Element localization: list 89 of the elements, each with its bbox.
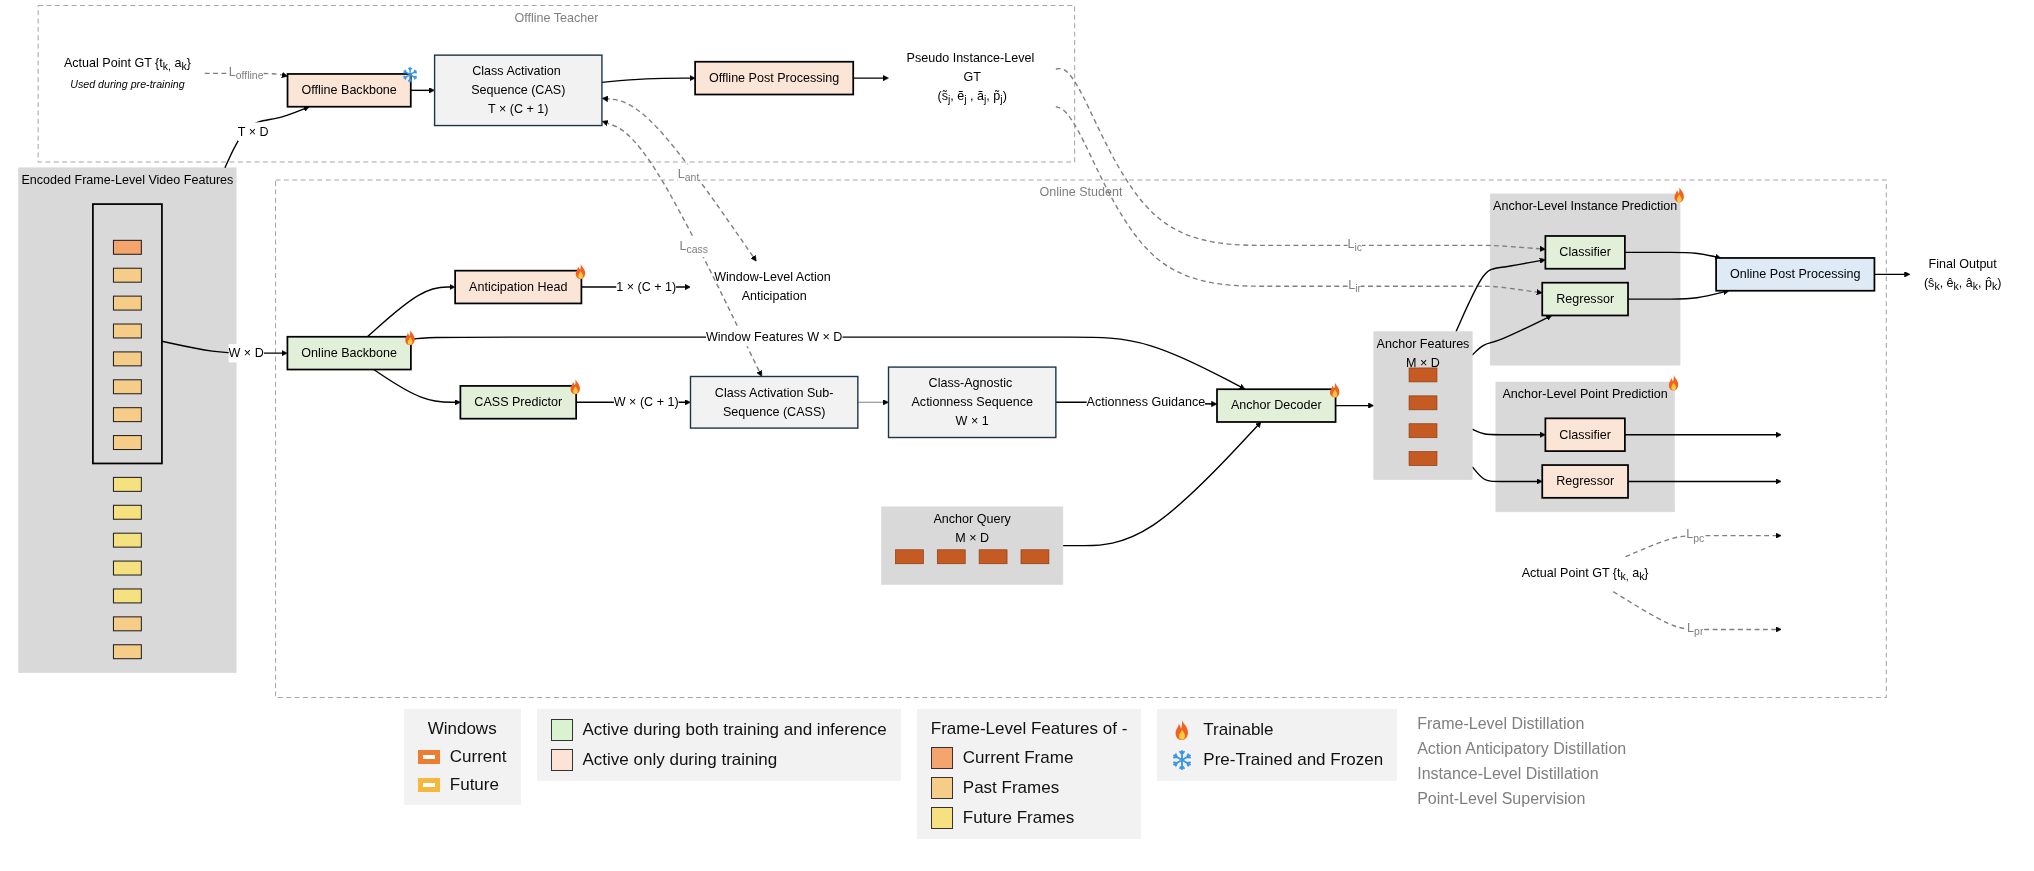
edge-label: L$_{cass}$	[679, 238, 708, 255]
annotation: Instance-Level Distillation	[1417, 765, 1599, 783]
node-box	[895, 549, 924, 565]
arrow	[1624, 431, 1782, 438]
arrow	[1455, 257, 1546, 333]
node-text: Final Output (ŝ$_{k}$, ê$_{k}$, â$_{k}$, p̂$_{k}$)	[1923, 256, 2002, 292]
node-box: Class Activation Sub-Sequence (CASS)	[689, 375, 859, 429]
legend-label: Future	[449, 775, 499, 795]
node-box	[112, 351, 142, 367]
edge-label: Actionness Guidance	[1086, 394, 1206, 409]
legend-label: Past Frames	[962, 778, 1060, 798]
legend-label: Current Frame	[962, 748, 1074, 768]
node-box	[112, 476, 142, 492]
arrow	[857, 399, 889, 406]
edge-label: L$_{pr}$	[1687, 621, 1704, 638]
node-box: Class Activation Sequence (CAS) T × (C + 1)	[433, 54, 603, 127]
node-label: Used during pre-training	[70, 77, 185, 90]
legend-heading: Windows	[427, 719, 497, 739]
node-box: Regressor	[1541, 281, 1629, 317]
cluster	[92, 203, 163, 465]
node-box	[112, 267, 142, 283]
node-box: Classifier	[1544, 235, 1626, 270]
edge-label: L$_{offline}$	[228, 65, 264, 82]
node-box	[112, 407, 142, 423]
legend-label: Active only during training	[582, 750, 778, 770]
arrow	[1624, 251, 1722, 260]
annotation: Action Anticipatory Distillation	[1417, 740, 1627, 758]
node-text: Actual Point GT {t$_{k,}$ a$_{k}$}	[63, 55, 191, 73]
arrow	[1055, 67, 1546, 252]
cluster: Anchor Query M × D	[881, 506, 1064, 585]
node-box	[1408, 423, 1438, 439]
node-text: Window-Level Action Anticipation	[714, 270, 831, 304]
node-box	[112, 295, 142, 311]
edge-label: 1 × (C + 1)	[616, 279, 677, 294]
arrow	[224, 106, 310, 169]
edge-label: L$_{pc}$	[1686, 527, 1705, 544]
legend-heading: Frame-Level Features of -	[930, 719, 1128, 739]
annotation: Frame-Level Distillation	[1417, 715, 1585, 733]
arrow	[373, 368, 461, 406]
node-box	[1408, 451, 1438, 466]
node-box	[112, 379, 142, 395]
arrow	[601, 95, 757, 262]
arrow	[410, 87, 435, 94]
node-box: Class-Agnostic Actionness Sequence W × 1	[887, 366, 1057, 439]
node-box: Offline Post Processing	[694, 60, 855, 96]
node-box	[1020, 549, 1050, 565]
node-text: Actual Point GT {t$_{k,}$ a$_{k}$}	[1521, 565, 1649, 583]
arrow	[1055, 105, 1543, 296]
legend-label: Active during both training and inference	[582, 720, 887, 740]
node-box	[112, 532, 142, 548]
arrow	[1471, 428, 1546, 438]
node-box	[112, 644, 142, 660]
edge-label: W × D	[228, 345, 264, 360]
node-box	[112, 323, 142, 339]
node-text: Pseudo Instance-Level GT (s̃$_{j}$, ẽ$_{j}$ , ã$_{j}$, p̃$_{j}$)	[906, 50, 1035, 105]
node-box: Online Post Processing	[1715, 257, 1876, 292]
arrow	[1062, 421, 1262, 547]
edge-label: W × (C + 1)	[613, 394, 679, 409]
node-box: Regressor	[1541, 464, 1629, 499]
node-box	[112, 504, 142, 520]
node-box	[112, 435, 142, 451]
node-box	[112, 239, 142, 255]
node-box: Classifier	[1544, 417, 1626, 452]
legend-label: Future Frames	[962, 808, 1075, 828]
arrow	[1612, 590, 1782, 633]
arrow	[366, 284, 456, 338]
legend-label: Trainable	[1203, 720, 1274, 740]
legend-label: Pre-Trained and Frozen	[1203, 750, 1384, 770]
arrow	[1471, 466, 1543, 485]
cluster: Anchor Features M × D	[1373, 331, 1473, 480]
arrow	[1624, 532, 1782, 558]
edge-label: L$_{ant}$	[677, 166, 700, 183]
annotation: Point-Level Supervision	[1417, 790, 1586, 808]
arrow	[1471, 315, 1553, 356]
node-box	[936, 549, 966, 565]
node-box	[112, 588, 142, 604]
node-box	[1408, 367, 1438, 383]
node-box	[1408, 395, 1438, 411]
arrow	[601, 120, 763, 377]
edge-label: Window Features W × D	[705, 329, 843, 344]
legend-label: Current	[449, 747, 507, 767]
edge-label: L$_{ic}$	[1347, 236, 1362, 254]
node-box	[112, 560, 142, 576]
edge-label: T × D	[237, 124, 269, 139]
arrow	[601, 75, 696, 84]
edge-label: L$_{ir}$	[1348, 277, 1362, 295]
node-box	[112, 616, 142, 632]
node-box	[978, 549, 1008, 565]
node-box: Offline Backbone	[286, 73, 412, 108]
